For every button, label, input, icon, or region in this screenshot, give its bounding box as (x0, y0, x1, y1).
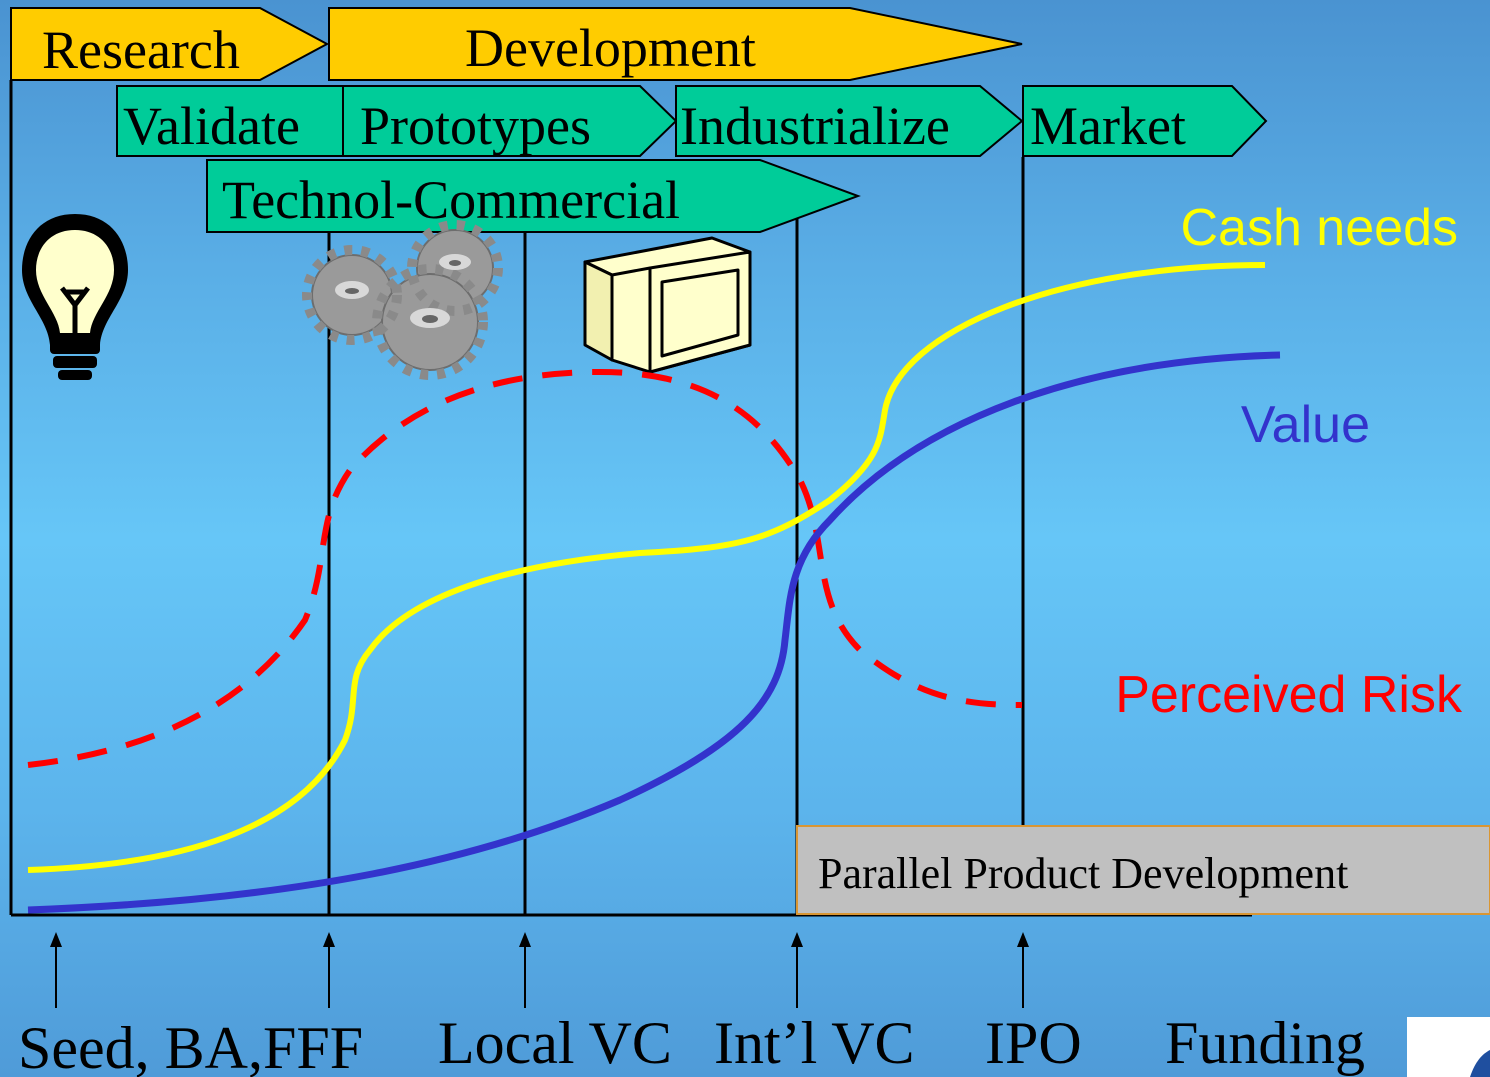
phase-market-label: Market (1030, 96, 1186, 156)
corner-logo-icon (1407, 1017, 1490, 1077)
lightbulb-icon (22, 214, 128, 380)
funding-label: Funding (1165, 1010, 1365, 1076)
phase-development: Development (328, 7, 1023, 81)
perceived-risk-label: Perceived Risk (1115, 666, 1463, 724)
perceived-risk-curve (27, 368, 1023, 768)
phase-market: Market (1022, 85, 1268, 157)
value-curve (27, 351, 1281, 914)
phase-technol-commercial-label: Technol-Commercial (222, 170, 680, 230)
funding-intl-vc-label: Int’l VC (714, 1010, 915, 1076)
phase-industrialize-label: Industrialize (680, 96, 950, 156)
funding-local-vc-label: Local VC (438, 1010, 672, 1076)
parallel-product-development-box: Parallel Product Development (796, 825, 1490, 915)
gears-icon (302, 220, 503, 380)
cash-needs-curve (27, 262, 1266, 873)
parallel-product-development-label: Parallel Product Development (818, 849, 1348, 898)
phase-prototypes-label: Prototypes (360, 96, 591, 156)
cash-needs-label: Cash needs (1180, 199, 1458, 257)
phase-research-label: Research (42, 20, 240, 80)
funding-seed-label: Seed, BA,FFF (18, 1015, 363, 1077)
phase-prototypes: Prototypes (342, 85, 678, 157)
phase-technol-commercial: Technol-Commercial (206, 159, 861, 233)
phase-development-label: Development (465, 18, 756, 78)
funding-arrows (50, 932, 1029, 1008)
phase-validate-label: Validate (123, 96, 300, 156)
phase-validate: Validate (116, 85, 344, 157)
phase-industrialize: Industrialize (675, 85, 1024, 157)
value-label: Value (1241, 396, 1370, 454)
funding-ipo-label: IPO (985, 1010, 1082, 1076)
phase-research: Research (10, 7, 330, 81)
computer-icon (583, 236, 752, 374)
